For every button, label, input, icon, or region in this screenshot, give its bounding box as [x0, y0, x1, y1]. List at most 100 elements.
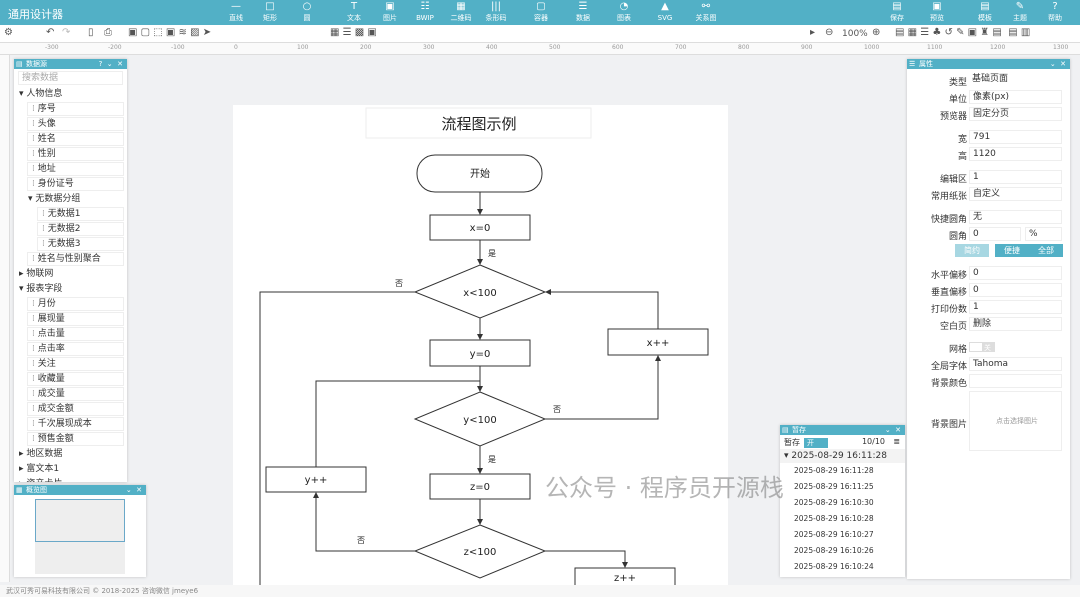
drag-handle-icon[interactable]: ⁞	[32, 329, 38, 339]
drag-handle-icon[interactable]: ⁞	[32, 119, 38, 129]
expand-icon[interactable]: ▸	[810, 27, 816, 38]
store-item[interactable]: 2025-08-29 16:10:28	[794, 514, 874, 523]
tree-field[interactable]: ⁞ 无数据1	[37, 207, 124, 221]
tree-group[interactable]: ▸ 资产卡片	[14, 477, 127, 482]
store-item[interactable]: 2025-08-29 16:11:28	[794, 466, 874, 475]
tree-field[interactable]: ⁞ 身份证号	[27, 177, 124, 191]
store-item[interactable]: 2025-08-29 16:11:25	[794, 482, 874, 491]
zoom-in-icon[interactable]: ⊕	[872, 27, 881, 38]
field-value[interactable]: 无	[969, 210, 1062, 224]
field-value[interactable]: 0	[969, 266, 1062, 280]
tree-field[interactable]: ⁞ 展现量	[27, 312, 124, 326]
tree-field[interactable]: ⁞ 地址	[27, 162, 124, 176]
clear-icon[interactable]: ≣	[893, 437, 900, 446]
new-page-icon[interactable]: ▯	[88, 27, 94, 38]
corner-quick-button[interactable]: 便捷	[995, 244, 1029, 257]
tree-field[interactable]: ⁞ 姓名与性别聚合	[27, 252, 124, 266]
field-value[interactable]: 像素(px)	[969, 90, 1062, 104]
drag-handle-icon[interactable]: ⁞	[32, 389, 38, 399]
field-value[interactable]: 自定义	[969, 187, 1062, 201]
tree-field[interactable]: ⁞ 月份	[27, 297, 124, 311]
settings-icon[interactable]: ⚙	[4, 27, 13, 38]
expand-arrow-icon[interactable]: ▸	[19, 479, 26, 482]
bgcolor-input[interactable]	[969, 374, 1062, 388]
drag-handle-icon[interactable]: ⁞	[32, 374, 38, 384]
panel-controls[interactable]: ? ⌄ ✕	[98, 60, 123, 68]
store-toggle[interactable]: 开	[804, 438, 828, 448]
expand-arrow-icon[interactable]: ▾	[19, 284, 27, 294]
select-tools-icon[interactable]: ▣ ▢ ⬚ ▣ ≋ ▨ ➤	[128, 27, 212, 38]
tool-template[interactable]: ▤模板	[965, 2, 1005, 22]
table-tools-icon[interactable]: ▦ ☰ ▩ ▣	[330, 27, 377, 38]
tree-group[interactable]: ▾ 报表字段	[14, 282, 127, 297]
drag-handle-icon[interactable]: ⁞	[32, 254, 38, 264]
store-group[interactable]: ▾ 2025-08-29 16:11:28	[780, 449, 905, 463]
tree-group[interactable]: ▾ 无数据分组	[14, 192, 127, 207]
panel-controls[interactable]: ⌄ ✕	[125, 486, 142, 494]
tool-preview[interactable]: ▣预览	[917, 2, 957, 22]
drag-handle-icon[interactable]: ⁞	[32, 179, 38, 189]
search-input[interactable]: 搜索数据	[18, 71, 123, 85]
tree-field[interactable]: ⁞ 无数据3	[37, 237, 124, 251]
corner-simple-button[interactable]: 简约	[955, 244, 989, 257]
tree-field[interactable]: ⁞ 无数据2	[37, 222, 124, 236]
store-item[interactable]: 2025-08-29 16:10:30	[794, 498, 874, 507]
tree-group[interactable]: ▸ 富文本1	[14, 462, 127, 477]
tree-field[interactable]: ⁞ 关注	[27, 357, 124, 371]
bgimage-picker[interactable]: 点击选择图片	[969, 391, 1062, 451]
panel-controls[interactable]: ⌄ ✕	[1049, 60, 1066, 68]
tree-field[interactable]: ⁞ 预售金额	[27, 432, 124, 446]
tool-save[interactable]: ▤保存	[877, 2, 917, 22]
drag-handle-icon[interactable]: ⁞	[32, 299, 38, 309]
drag-handle-icon[interactable]: ⁞	[32, 419, 38, 429]
panel-header[interactable]: ▦概览图⌄ ✕	[14, 485, 146, 495]
tool-svg[interactable]: ▲SVG	[645, 2, 685, 22]
redo-icon[interactable]: ↷	[62, 27, 71, 38]
print-icon[interactable]: ⎙	[104, 27, 112, 38]
unit-select[interactable]: %	[1025, 227, 1062, 241]
overview-viewport[interactable]	[35, 499, 125, 542]
drag-handle-icon[interactable]: ⁞	[42, 209, 48, 219]
expand-arrow-icon[interactable]: ▾	[19, 89, 27, 99]
zoom-out-icon[interactable]: ⊖	[825, 27, 834, 38]
drag-handle-icon[interactable]: ⁞	[32, 134, 38, 144]
tool-qrcode[interactable]: ▦二维码	[441, 2, 481, 22]
drag-handle-icon[interactable]: ⁞	[32, 344, 38, 354]
tool-data[interactable]: ☰数据	[563, 2, 603, 22]
field-value[interactable]: 0	[969, 227, 1021, 241]
design-canvas[interactable]: 流程图示例 开始 x=0 是 x<100 否 y=0 x++ y<100 否 是…	[233, 105, 728, 594]
tree-field[interactable]: ⁞ 性别	[27, 147, 124, 161]
field-value[interactable]: 791	[969, 130, 1062, 144]
tree-group[interactable]: ▸ 物联网	[14, 267, 127, 282]
expand-arrow-icon[interactable]: ▸	[19, 449, 27, 459]
panel-header[interactable]: ☰属性⌄ ✕	[907, 59, 1070, 69]
undo-icon[interactable]: ↶	[46, 27, 55, 38]
store-item[interactable]: 2025-08-29 16:10:24	[794, 562, 874, 571]
drag-handle-icon[interactable]: ⁞	[42, 239, 48, 249]
drag-handle-icon[interactable]: ⁞	[32, 404, 38, 414]
field-value[interactable]: 1	[969, 170, 1062, 184]
tool-chart[interactable]: ◔图表	[604, 2, 644, 22]
tool-image[interactable]: ▣图片	[370, 2, 410, 22]
tool-container[interactable]: ▢容器	[521, 2, 561, 22]
panel-header[interactable]: ▤暂存⌄ ✕	[780, 425, 905, 435]
tool-rect[interactable]: □矩形	[250, 2, 290, 22]
expand-arrow-icon[interactable]: ▸	[19, 269, 27, 279]
store-item[interactable]: 2025-08-29 16:10:26	[794, 546, 874, 555]
store-item[interactable]: 2025-08-29 16:10:27	[794, 530, 874, 539]
tool-theme[interactable]: ✎主题	[1000, 2, 1040, 22]
field-value[interactable]: 0	[969, 283, 1062, 297]
tool-help[interactable]: ?帮助	[1035, 2, 1075, 22]
tree-field[interactable]: ⁞ 姓名	[27, 132, 124, 146]
tool-circle[interactable]: ○圆	[287, 2, 327, 22]
tree-field[interactable]: ⁞ 序号	[27, 102, 124, 116]
tree-field[interactable]: ⁞ 头像	[27, 117, 124, 131]
panel-toggle-icons[interactable]: ▤ ▦ ☰ ♣ ↺ ✎ ▣ ♜ ▤ ▤ ▥	[895, 27, 1031, 38]
tool-relation[interactable]: ⚯关系图	[686, 2, 726, 22]
field-value[interactable]: 删除	[969, 317, 1062, 331]
tool-line[interactable]: —直线	[216, 2, 256, 22]
expand-arrow-icon[interactable]: ▸	[19, 464, 27, 474]
drag-handle-icon[interactable]: ⁞	[32, 434, 38, 444]
tree-field[interactable]: ⁞ 点击率	[27, 342, 124, 356]
tree-field[interactable]: ⁞ 千次展现成本	[27, 417, 124, 431]
